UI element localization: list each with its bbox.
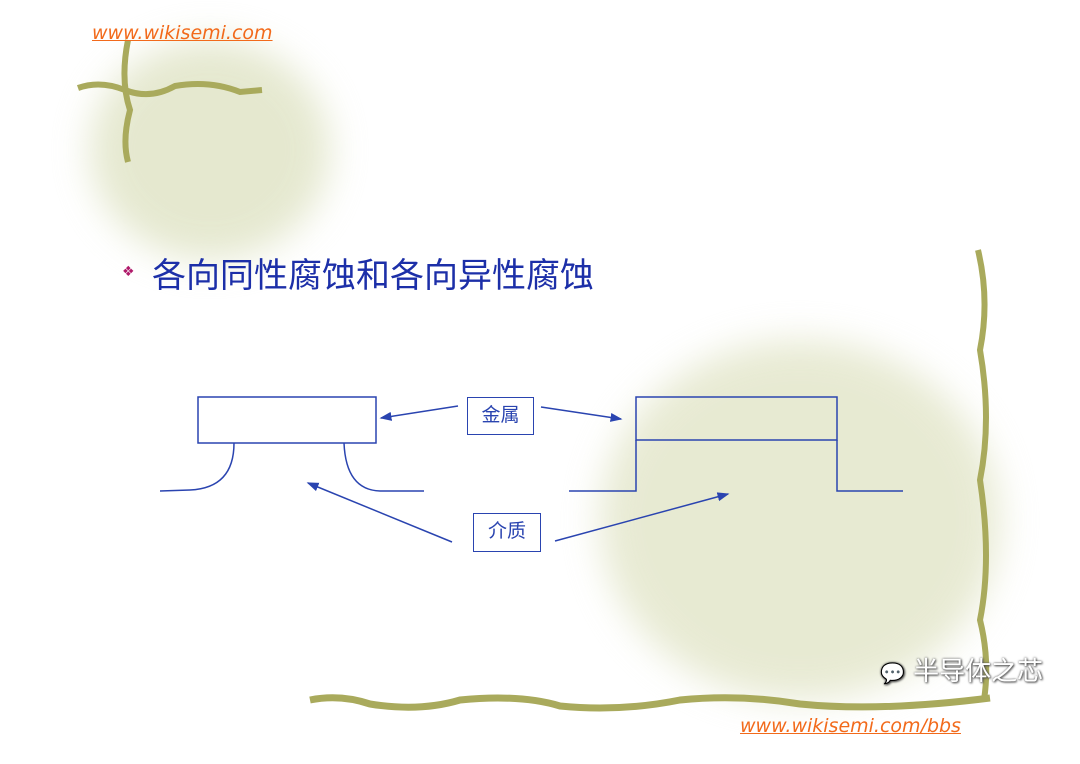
arrow-dielectric-left xyxy=(306,482,453,543)
watermark: 💬 半导体之芯 xyxy=(880,656,1043,688)
isotropic-metal-layer xyxy=(197,396,377,444)
watermark-text: 半导体之芯 xyxy=(913,657,1044,687)
arrow-dielectric-right xyxy=(554,492,730,542)
slide-title: 各向同性腐蚀和各向异性腐蚀 xyxy=(152,256,594,296)
diamond-bullet-icon: ❖ xyxy=(122,264,135,280)
anisotropic-etch-profile xyxy=(569,440,903,492)
anisotropic-metal-layer xyxy=(635,396,838,441)
footer-url-link[interactable]: www.wikisemi.com/bbs xyxy=(740,715,961,737)
isotropic-etch-profile-left xyxy=(159,442,235,492)
arrow-metal-right xyxy=(540,406,623,422)
isotropic-etch-profile-right xyxy=(343,442,424,492)
label-dielectric: 介质 xyxy=(473,513,541,552)
arrow-metal-left xyxy=(379,405,459,421)
background-flower-decoration xyxy=(90,40,330,260)
header-url-link[interactable]: www.wikisemi.com xyxy=(92,22,273,44)
wechat-icon: 💬 xyxy=(880,661,905,685)
label-metal: 金属 xyxy=(467,397,534,435)
background-flower-decoration xyxy=(600,340,1000,700)
